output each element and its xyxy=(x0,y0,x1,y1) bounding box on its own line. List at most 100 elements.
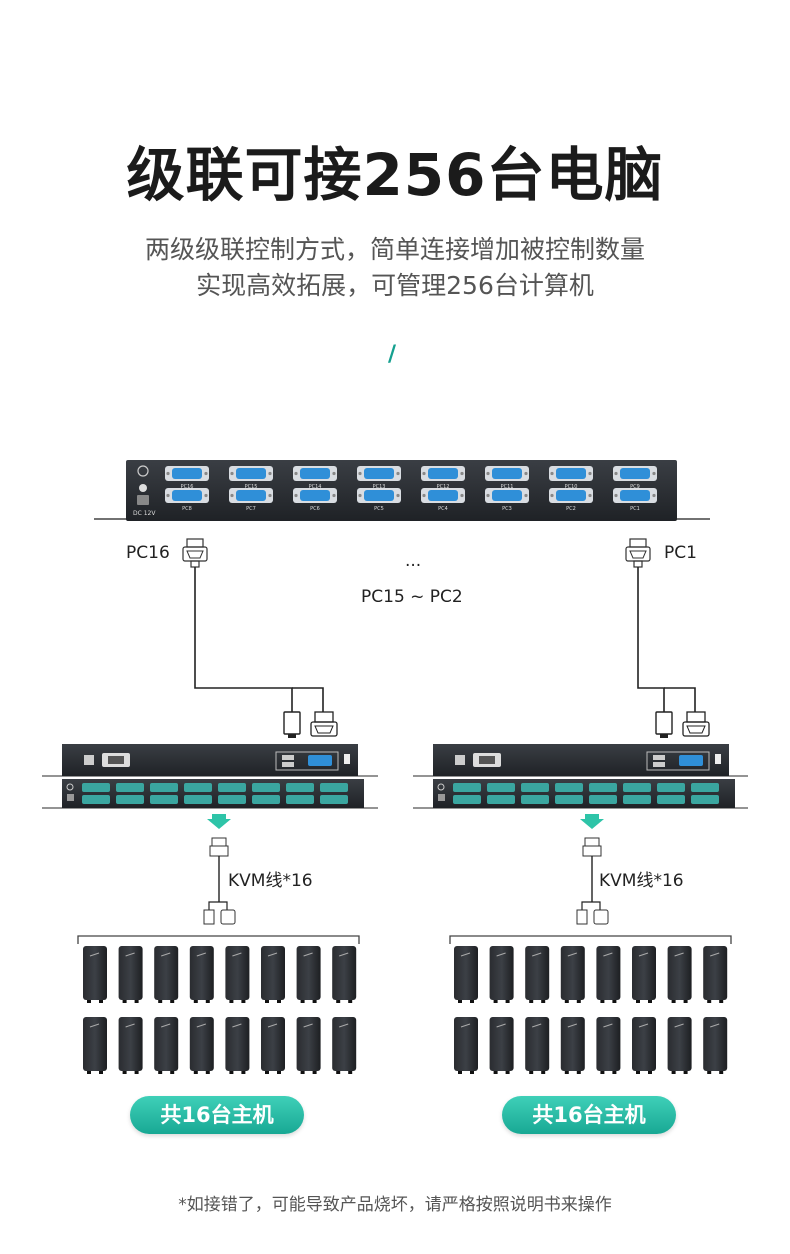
pc-tower-icon xyxy=(332,1017,357,1074)
vga-port-label: PC13 xyxy=(373,484,386,490)
label-kvm-right: KVM线*16 xyxy=(599,871,684,891)
vga-port: PC16 xyxy=(165,466,209,490)
vga-port-label: PC2 xyxy=(566,506,576,512)
vga-port-label: PC16 xyxy=(181,484,194,490)
vga-port xyxy=(218,795,246,804)
vga-port xyxy=(487,795,515,804)
pc-tower-icon xyxy=(189,1017,214,1074)
pc-tower-icon xyxy=(560,1017,585,1074)
vga-port xyxy=(150,795,178,804)
usb-plug-icon xyxy=(283,711,301,738)
slave-kvm-switches xyxy=(42,744,748,809)
vga-port: PC8 xyxy=(165,488,209,512)
vga-port xyxy=(116,783,144,792)
pc-tower-icon xyxy=(261,946,285,1003)
vga-port-label: PC6 xyxy=(310,506,320,512)
vga-port: PC15 xyxy=(229,466,273,490)
label-middle-range: PC15 ~ PC2 xyxy=(361,587,463,607)
pc-tower-icon xyxy=(632,946,656,1003)
vga-plug-icon xyxy=(682,711,710,737)
vga-port-label: PC15 xyxy=(245,484,258,490)
vga-port xyxy=(657,783,685,792)
vga-port xyxy=(623,795,651,804)
vga-port: PC10 xyxy=(549,466,593,490)
page-title: 级联可接256台电脑 xyxy=(126,141,664,209)
pc-tower-icon xyxy=(632,1017,656,1074)
pc-tower-icon xyxy=(525,946,550,1003)
hosts-badge-right: 共16台主机 xyxy=(502,1096,676,1134)
vga-port xyxy=(252,783,280,792)
slave-kvm-switch xyxy=(42,744,378,809)
usb-plug-icon xyxy=(655,711,673,738)
pc-tower-icon xyxy=(703,946,728,1003)
pc-tower-icon xyxy=(296,1017,321,1074)
pc-tower-icon xyxy=(261,1017,285,1074)
down-arrow-icon xyxy=(207,814,231,829)
pc-tower-icon xyxy=(596,946,621,1003)
label-kvm-left: KVM线*16 xyxy=(228,871,313,891)
vga-port xyxy=(320,783,348,792)
pc-tower-icon xyxy=(154,946,179,1003)
kvm-cable xyxy=(203,814,236,925)
power-jack-icon xyxy=(139,484,147,492)
vga-port-label: PC4 xyxy=(438,506,448,512)
host-group xyxy=(449,935,732,1074)
pc-tower-icon xyxy=(596,1017,621,1074)
vga-port xyxy=(487,783,515,792)
vga-port: PC6 xyxy=(293,488,337,512)
vga-port xyxy=(691,783,719,792)
vga-port xyxy=(320,795,348,804)
pc-tower-icon xyxy=(118,946,143,1003)
cascade-cables xyxy=(194,567,696,712)
slave-kvm-switch xyxy=(413,744,748,809)
vga-port-label: PC7 xyxy=(246,506,256,512)
pc-tower-icon xyxy=(525,1017,550,1074)
vga-port xyxy=(453,783,481,792)
vga-port-label: PC10 xyxy=(565,484,578,490)
pc-tower-icon xyxy=(154,1017,179,1074)
pc-tower-icon xyxy=(83,1017,107,1074)
vga-port: PC2 xyxy=(549,488,593,512)
vga-plug-icon xyxy=(310,711,338,737)
vga-port xyxy=(453,795,481,804)
pc-tower-icon xyxy=(560,946,585,1003)
kvm-cables xyxy=(203,814,609,925)
vga-port xyxy=(184,795,212,804)
vga-port-label: PC11 xyxy=(501,484,514,490)
kvm-cable xyxy=(576,814,609,925)
pc-tower-icon xyxy=(332,946,357,1003)
subtitle-line-2: 实现高效拓展，可管理256台计算机 xyxy=(196,271,594,300)
vga-port xyxy=(623,783,651,792)
down-arrow-icon xyxy=(580,814,604,829)
vga-port: PC12 xyxy=(421,466,465,490)
vga-port: PC4 xyxy=(421,488,465,512)
pc-tower-icon xyxy=(667,1017,692,1074)
vga-port: PC1 xyxy=(613,488,657,512)
pc-tower-icon xyxy=(667,946,692,1003)
vga-port xyxy=(286,795,314,804)
vga-port xyxy=(521,783,549,792)
pc-tower-icon xyxy=(296,946,321,1003)
pc-tower-icon xyxy=(83,946,107,1003)
vga-port xyxy=(252,795,280,804)
footnote: *如接错了，可能导致产品烧坏，请严格按照说明书来操作 xyxy=(178,1195,612,1215)
label-pc1: PC1 xyxy=(664,543,697,563)
vga-port xyxy=(82,795,110,804)
vga-port: PC9 xyxy=(613,466,657,490)
host-group xyxy=(77,935,360,1074)
vga-port: PC13 xyxy=(357,466,401,490)
vga-port xyxy=(555,783,583,792)
vga-port-label: PC9 xyxy=(630,484,640,490)
pc-tower-icon xyxy=(189,946,214,1003)
vga-port xyxy=(555,795,583,804)
hosts-badge-left: 共16台主机 xyxy=(130,1096,304,1134)
vga-port-label: PC3 xyxy=(502,506,512,512)
vga-port xyxy=(589,783,617,792)
vga-port xyxy=(589,795,617,804)
vga-port-label: PC8 xyxy=(182,506,192,512)
cascade-connector-icons xyxy=(283,711,710,738)
power-label: DC 12V xyxy=(133,510,156,517)
vga-plug-icon xyxy=(625,538,651,568)
